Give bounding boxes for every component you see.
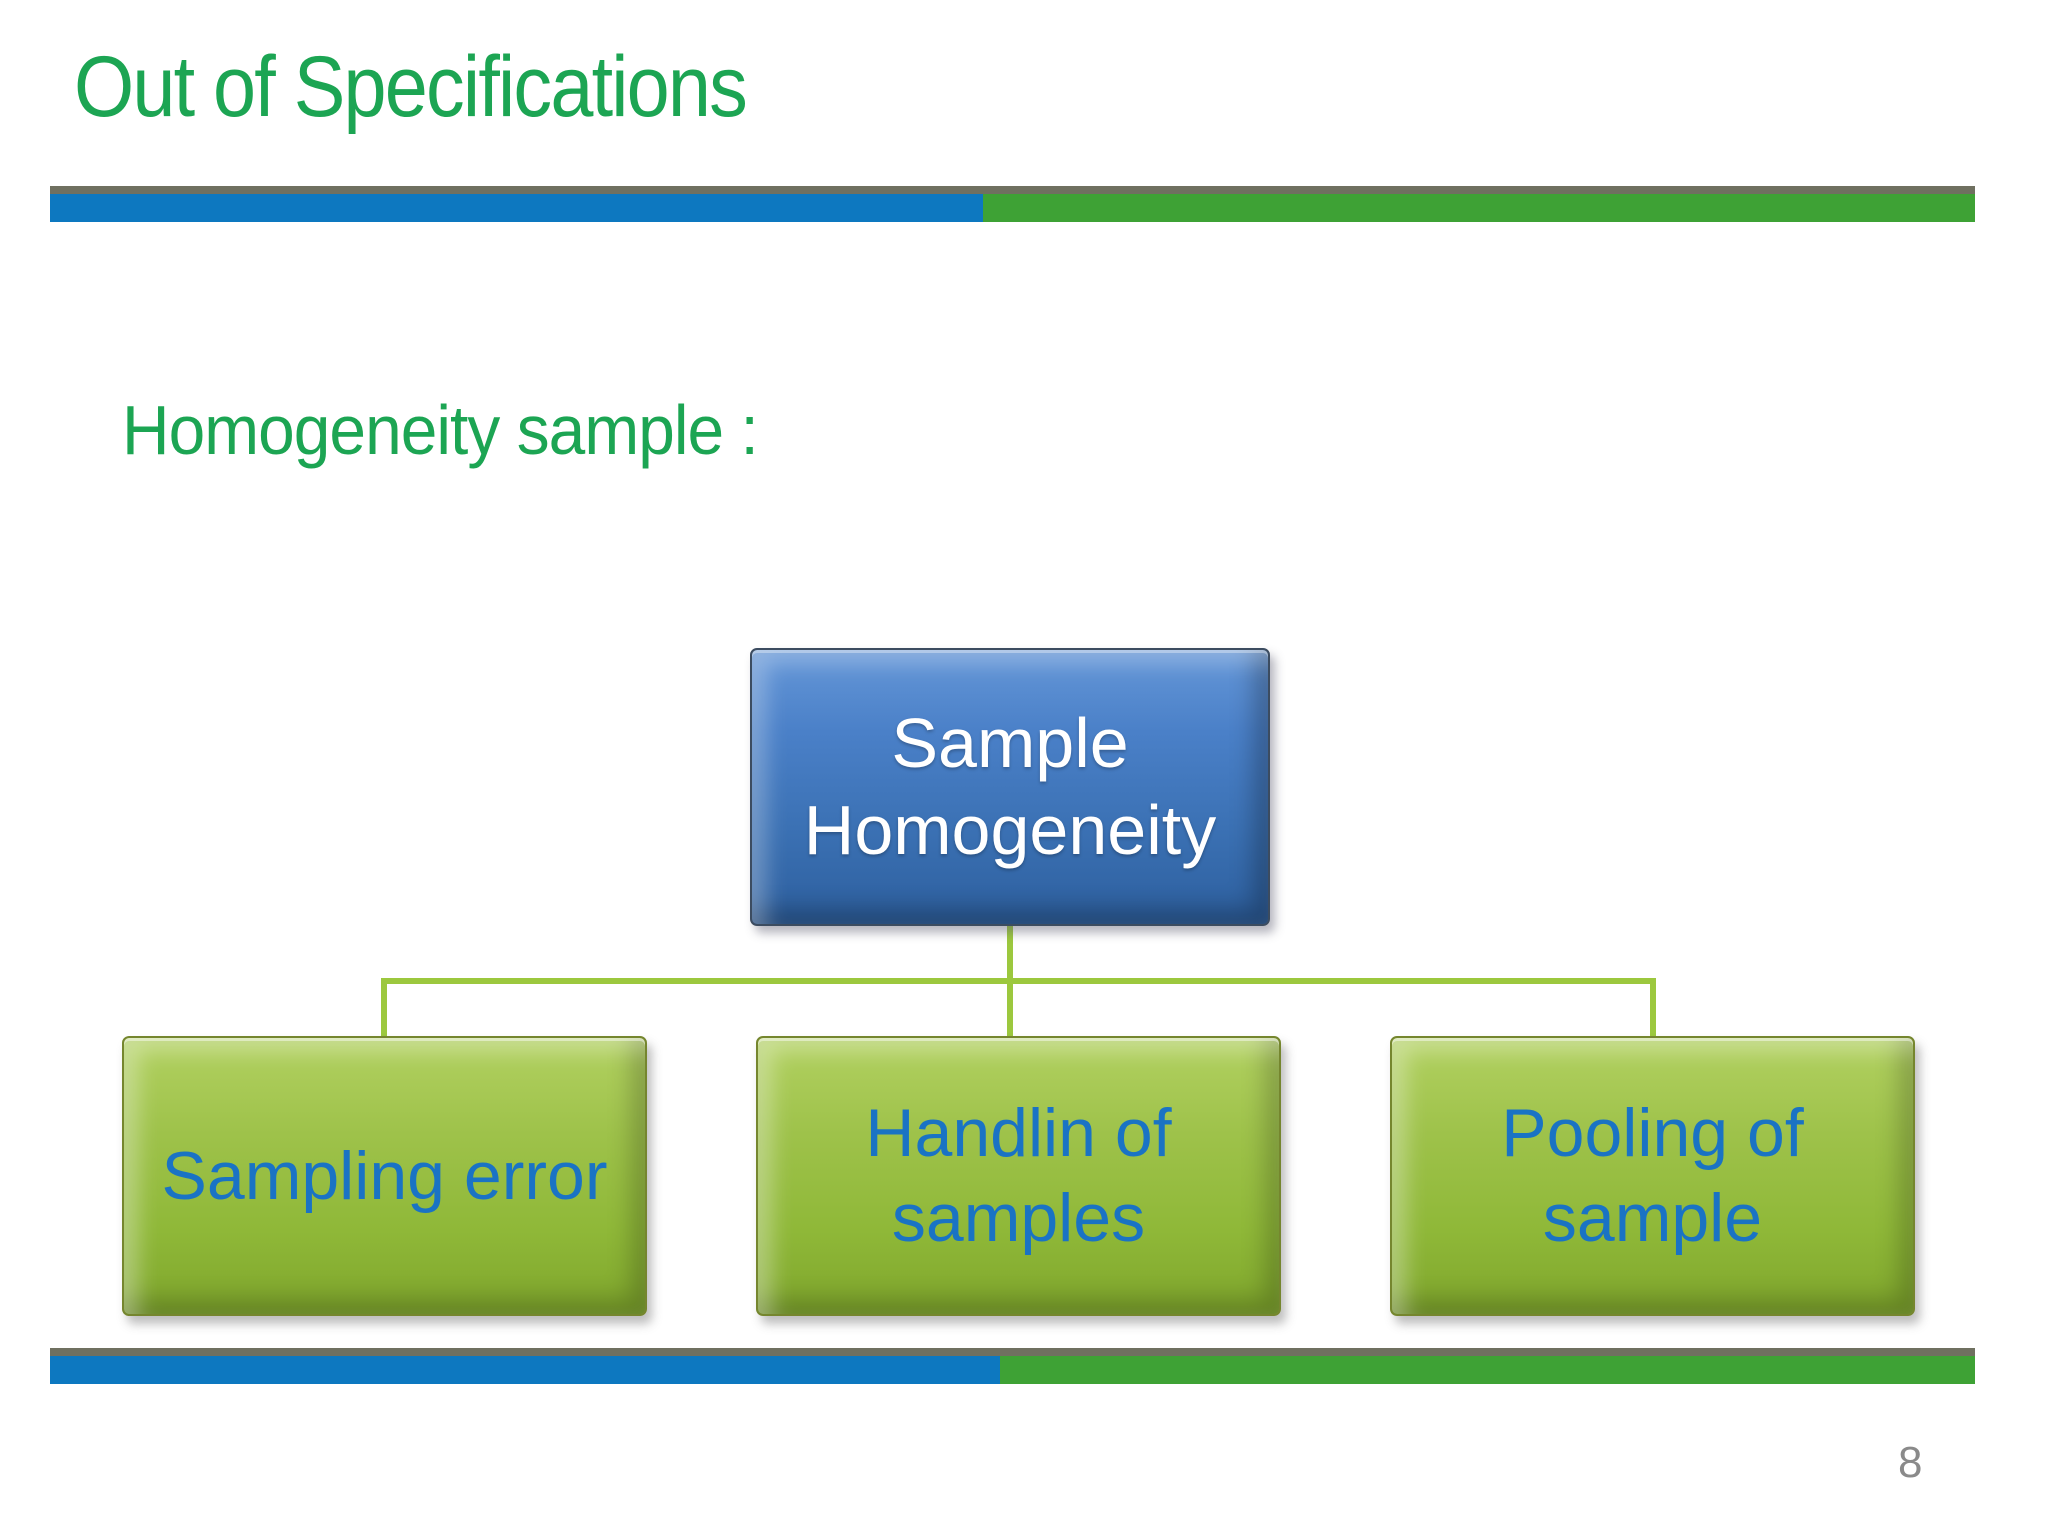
bottom-divider-gray-strip [50, 1348, 1975, 1356]
bottom-divider-blue-segment [50, 1356, 1000, 1384]
node-pooling-of-sample-label: Pooling of sample [1501, 1095, 1804, 1256]
node-pooling-of-sample: Pooling of sample [1390, 1036, 1915, 1316]
connector-horizontal-line [381, 978, 1656, 984]
subtitle: Homogeneity sample : [122, 391, 759, 469]
connector-drop-left [381, 982, 387, 1040]
node-handling-of-samples: Handlin of samples [756, 1036, 1281, 1316]
bottom-divider-bar [50, 1348, 1975, 1384]
slide-title: Out of Specifications [74, 39, 748, 135]
page-number: 8 [1898, 1438, 1923, 1487]
node-sampling-error-label: Sampling error [161, 1137, 608, 1214]
node-sample-homogeneity-label: Sample Homogeneity [803, 703, 1217, 870]
connector-root-trunk [1007, 924, 1013, 980]
connector-drop-middle [1007, 982, 1013, 1040]
connector-drop-right [1650, 982, 1656, 1040]
bottom-divider-green-segment [1000, 1356, 1975, 1384]
top-divider-green-segment [983, 194, 1975, 222]
top-divider-blue-segment [50, 194, 983, 222]
top-divider-bar [50, 186, 1975, 222]
node-sample-homogeneity: Sample Homogeneity [750, 648, 1270, 926]
top-divider-gray-strip [50, 186, 1975, 194]
node-sampling-error: Sampling error [122, 1036, 647, 1316]
node-handling-of-samples-label: Handlin of samples [865, 1095, 1172, 1256]
